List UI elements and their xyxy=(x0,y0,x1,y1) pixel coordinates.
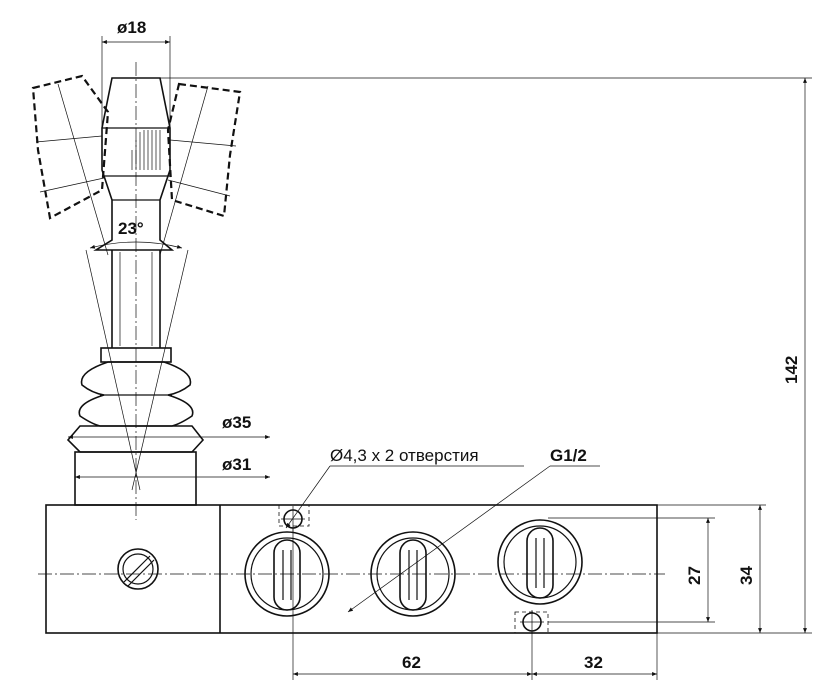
port-2 xyxy=(370,531,456,617)
dim-height-34: 34 xyxy=(737,566,756,585)
port-1 xyxy=(244,531,330,617)
port-3 xyxy=(497,519,583,605)
flange xyxy=(66,425,205,453)
dim-knob-diameter: ø18 xyxy=(117,18,146,37)
lever-left-position xyxy=(31,74,110,220)
dim-diameter-31: ø31 xyxy=(222,455,251,474)
dim-hole-note: Ø4,3 x 2 отверстия xyxy=(330,446,479,465)
dim-thread: G1/2 xyxy=(550,446,587,465)
mounting-hole-bottom xyxy=(514,610,549,634)
dim-width-32: 32 xyxy=(584,653,603,672)
body-outline xyxy=(45,504,658,634)
dim-width-62: 62 xyxy=(402,653,421,672)
dim-height-142: 142 xyxy=(782,356,801,384)
screw xyxy=(117,548,159,590)
lever-right-position xyxy=(166,82,242,218)
dimensions: ø18 23° ø35 ø31 Ø4,3 x 2 отверстия G1/2 … xyxy=(67,18,812,680)
dim-diameter-35: ø35 xyxy=(222,413,251,432)
mounting-hole-top xyxy=(278,504,310,532)
lever-assembly xyxy=(31,74,242,506)
valve-body xyxy=(38,62,665,634)
dim-angle: 23° xyxy=(118,219,144,238)
dim-height-27: 27 xyxy=(685,566,704,585)
